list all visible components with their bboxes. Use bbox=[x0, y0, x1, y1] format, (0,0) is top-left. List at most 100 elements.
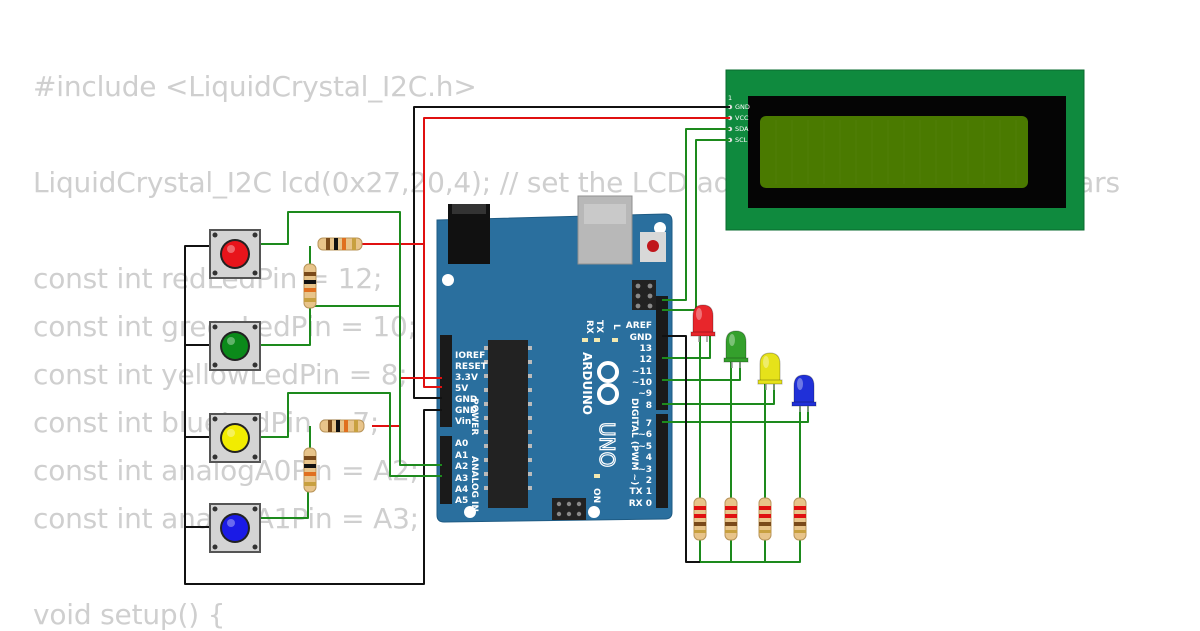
push-button-red[interactable] bbox=[209, 229, 261, 279]
power-title: POWER bbox=[469, 398, 479, 435]
pin-label-tx1: TX 1 bbox=[630, 487, 652, 497]
lcd-pin-sda-label: SDA bbox=[735, 125, 749, 133]
arduino-uno-board[interactable]: IOREF RESET 3.3V 5V GND GND Vin POWER A0… bbox=[436, 195, 673, 523]
leds bbox=[690, 304, 817, 412]
arduino-model: UNO bbox=[595, 422, 619, 467]
analog-pins-labels: A0 A1 A2 A3 A4 A5 bbox=[455, 439, 468, 506]
pin-label-5v: 5V bbox=[455, 384, 468, 394]
led-blue[interactable] bbox=[791, 374, 817, 412]
resistor-horizontal-bottom bbox=[319, 419, 365, 433]
pin-label-a2: A2 bbox=[455, 462, 468, 472]
pin-label-3v3: 3.3V bbox=[455, 373, 478, 383]
code-line-setup: void setup() { bbox=[33, 598, 226, 631]
code-line-include: #include <LiquidCrystal_I2C.h> bbox=[33, 70, 477, 103]
wire-green-button bbox=[260, 306, 311, 346]
led-resistor-blue bbox=[793, 497, 807, 541]
push-button-green[interactable] bbox=[209, 321, 261, 371]
lcd-pin-vcc-label: VCC bbox=[735, 114, 749, 122]
button-cap-red bbox=[222, 241, 248, 267]
arduino-infinity-logo-icon bbox=[597, 361, 619, 405]
lcd-char-grid bbox=[775, 120, 1017, 184]
wires bbox=[184, 106, 809, 585]
code-line-red-pin: const int redLedPin = 12; bbox=[33, 262, 383, 295]
icsp-header-bottom bbox=[552, 498, 586, 520]
resistor-horizontal-top bbox=[317, 237, 363, 251]
mount-hole bbox=[588, 506, 600, 518]
power-header bbox=[440, 335, 452, 427]
led-green[interactable] bbox=[723, 330, 749, 368]
digital-header-top bbox=[656, 296, 668, 410]
pin-label-reset: RESET bbox=[455, 362, 488, 372]
atmega-chip bbox=[488, 340, 528, 508]
led-resistor-red bbox=[693, 497, 707, 541]
wire-lcd-scl bbox=[662, 139, 730, 311]
pin-label-vin: Vin bbox=[455, 417, 471, 427]
lcd-pin1-label: 1 bbox=[728, 94, 732, 102]
wire-a2 bbox=[310, 305, 442, 466]
resistor-vertical-bottom bbox=[303, 447, 317, 493]
icsp-header bbox=[632, 280, 656, 310]
lcd-module[interactable]: 1 GND VCC SDA SCL bbox=[725, 69, 1085, 231]
pin-label-2: 2 bbox=[646, 476, 652, 486]
resistor-vertical-top bbox=[303, 263, 317, 309]
pin-label-8: 8 bbox=[646, 401, 652, 411]
pin-label-7: 7 bbox=[646, 419, 652, 429]
wire-red-button bbox=[260, 211, 401, 392]
button-cap-blue bbox=[222, 515, 248, 541]
pin-label-dgnd: GND bbox=[630, 333, 652, 343]
l-led-label: L bbox=[611, 324, 621, 330]
led-red[interactable] bbox=[690, 304, 716, 342]
mount-hole bbox=[464, 506, 476, 518]
arduino-brand: ARDUINO bbox=[580, 352, 594, 415]
wire-led-red bbox=[662, 336, 711, 359]
rx-led-label: RX bbox=[584, 320, 594, 334]
led-resistor-green bbox=[724, 497, 738, 541]
lcd-screen bbox=[760, 116, 1028, 188]
wire-yellow-button bbox=[260, 392, 442, 477]
pin-label-a3: A3 bbox=[455, 474, 468, 484]
wire-lcd-sda bbox=[662, 128, 730, 301]
pin-label-rx0: RX 0 bbox=[629, 499, 652, 509]
pin-label-gnd: GND bbox=[455, 395, 477, 405]
analog-header bbox=[440, 436, 452, 504]
led-resistors bbox=[693, 497, 807, 541]
power-pins-labels: IOREF RESET 3.3V 5V GND GND Vin bbox=[455, 351, 488, 427]
analog-title: ANALOG IN bbox=[469, 456, 479, 512]
pin-label-4: 4 bbox=[646, 453, 652, 463]
pin-label-a5: A5 bbox=[455, 496, 468, 506]
wire-lcd-vcc bbox=[423, 117, 730, 388]
pin-label-a4: A4 bbox=[455, 485, 468, 495]
wire-buttons-gnd bbox=[184, 245, 442, 585]
push-button-blue[interactable] bbox=[209, 503, 261, 553]
led-resistor-yellow bbox=[758, 497, 772, 541]
wire-led-gnd bbox=[662, 335, 700, 563]
tx-led-label: TX bbox=[594, 320, 604, 333]
wire-lcd-gnd bbox=[413, 106, 730, 399]
push-button-yellow[interactable] bbox=[209, 413, 261, 463]
wire-blue-button bbox=[260, 490, 309, 519]
pin-label-13: 13 bbox=[639, 344, 652, 354]
lcd-pin-scl-label: SCL bbox=[735, 136, 748, 144]
pin-label-12: 12 bbox=[639, 355, 652, 365]
digital-pins-labels: AREF GND 13 12 ~11 ~10 ~9 8 7 ~6 ~5 4 ~3… bbox=[626, 321, 652, 509]
digital-title: DIGITAL (PWM ~) bbox=[629, 398, 639, 485]
pin-label-gnd2: GND bbox=[455, 406, 477, 416]
pin-label-9: ~9 bbox=[638, 389, 652, 399]
mount-hole bbox=[654, 222, 666, 234]
digital-header-bottom bbox=[656, 414, 668, 508]
led-yellow[interactable] bbox=[757, 352, 783, 390]
wire-5v-bottom-resistor bbox=[372, 377, 442, 427]
pin-label-6: ~6 bbox=[638, 430, 652, 440]
wire-led-blue bbox=[662, 406, 809, 423]
button-cap-green bbox=[222, 333, 248, 359]
mount-hole bbox=[442, 274, 454, 286]
wire-led-res-bus bbox=[699, 540, 801, 563]
pin-label-3: ~3 bbox=[638, 465, 652, 475]
wire-led-yellow bbox=[662, 384, 775, 405]
pin-label-a1: A1 bbox=[455, 451, 468, 461]
lcd-pin-gnd-label: GND bbox=[735, 103, 750, 111]
pin-label-aref: AREF bbox=[626, 321, 652, 331]
pin-label-ioref: IOREF bbox=[455, 351, 485, 361]
pin-label-5: ~5 bbox=[638, 442, 652, 452]
